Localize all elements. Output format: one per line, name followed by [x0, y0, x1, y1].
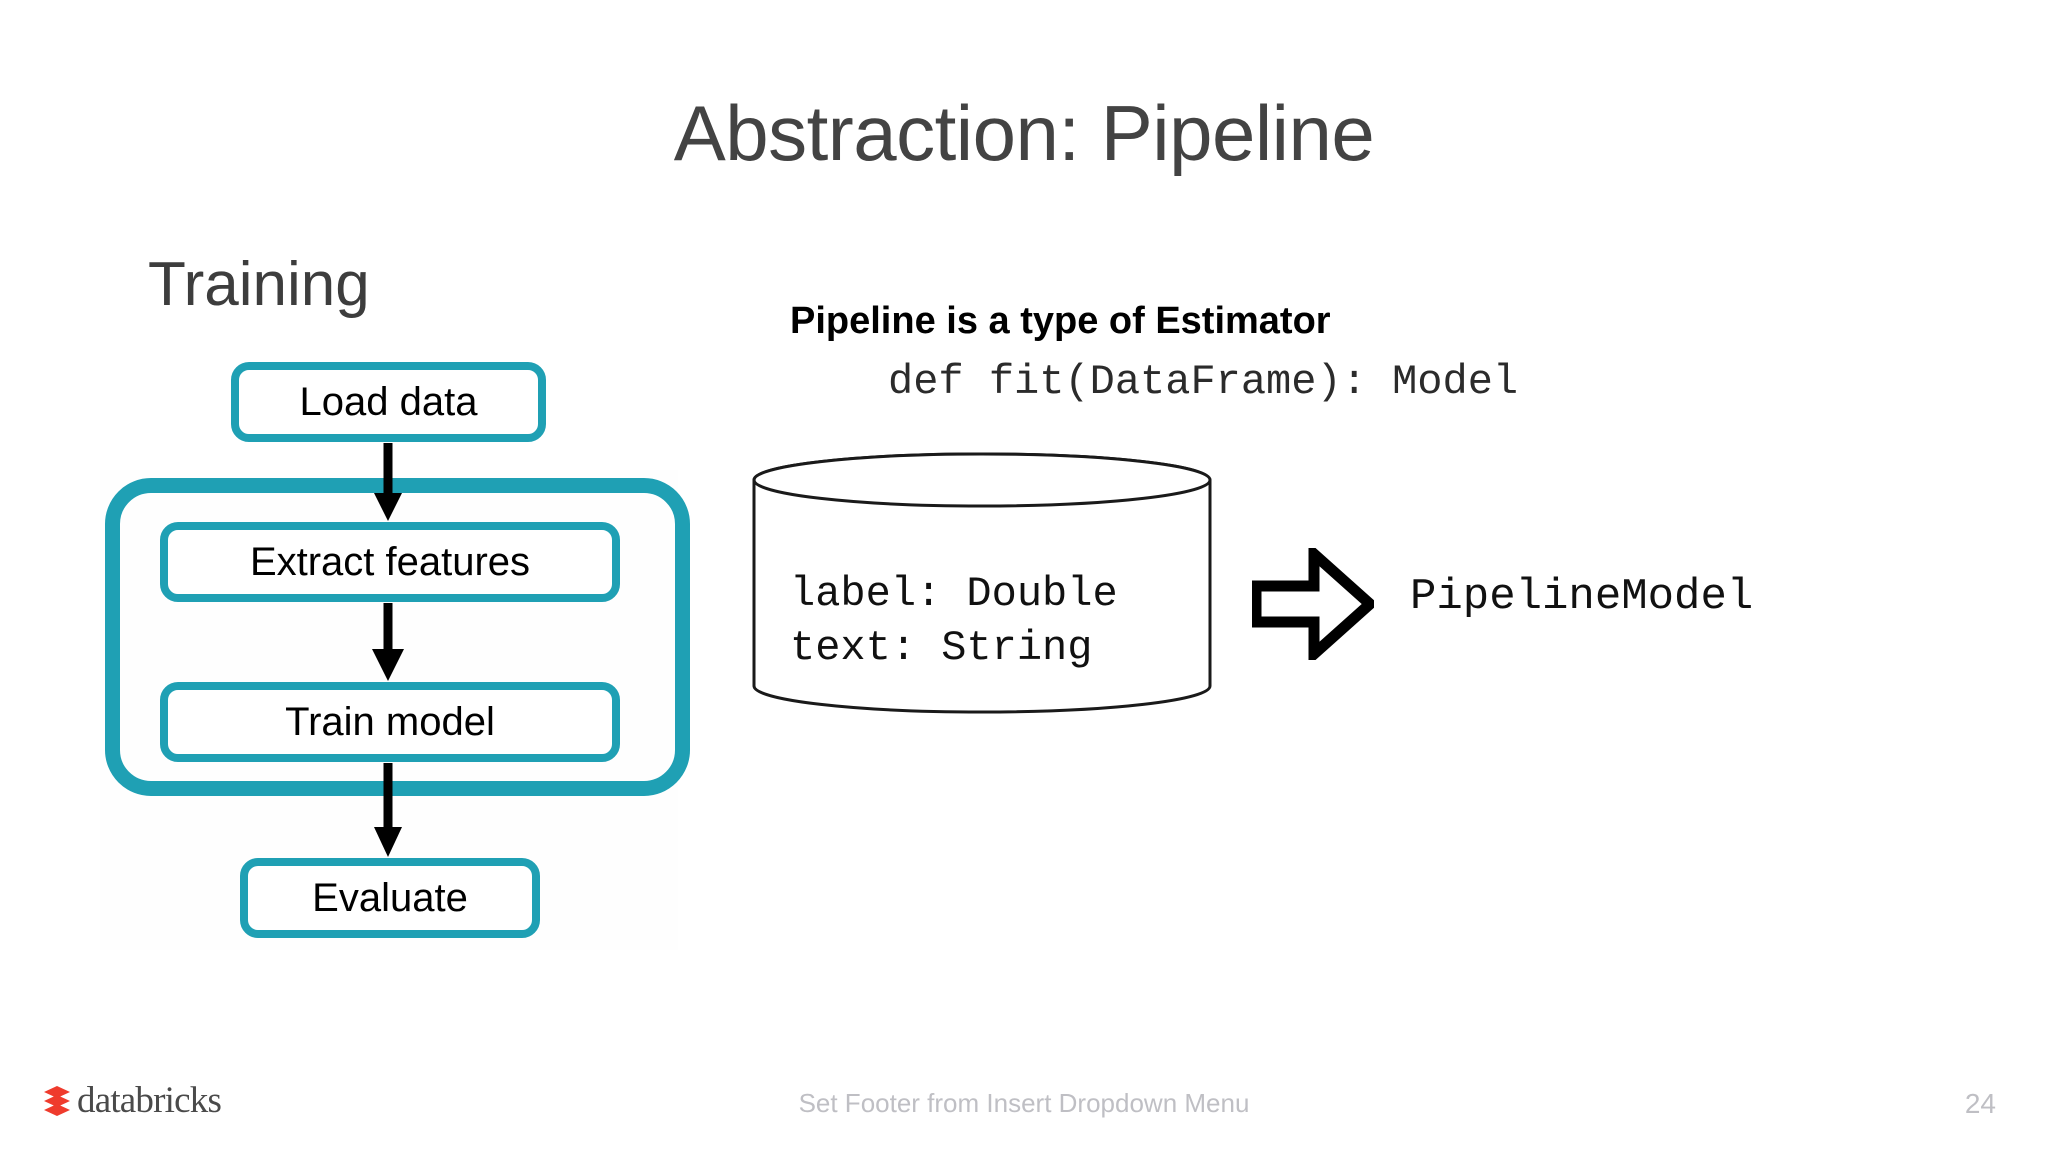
- training-heading: Training: [148, 250, 370, 319]
- stage-box-evaluate[interactable]: Evaluate: [240, 858, 540, 938]
- schema-line-label: label: Double: [790, 570, 1118, 618]
- estimator-heading: Pipeline is a type of Estimator: [790, 300, 1331, 342]
- fit-signature: def fit(DataFrame): Model: [888, 358, 1519, 406]
- stage-label: Train model: [285, 699, 495, 744]
- pipeline-model-output-label: PipelineModel: [1410, 572, 1754, 622]
- databricks-bricks-icon: [44, 1085, 70, 1116]
- dataframe-cylinder-icon: [752, 452, 1212, 714]
- stage-label: Evaluate: [312, 875, 468, 920]
- training-flowchart: Training Load data Extract features Trai…: [0, 0, 900, 1000]
- stage-box-load-data[interactable]: Load data: [231, 362, 546, 442]
- arrow-down-icon-extract-to-train: [372, 603, 404, 681]
- arrow-down-icon-train-to-evaluate: [374, 763, 402, 857]
- arrow-down-icon-load-to-extract: [374, 443, 402, 521]
- page-title: Abstraction: Pipeline: [673, 89, 1375, 177]
- databricks-logo: databricks: [42, 1080, 222, 1121]
- schema-line-text: text: String: [790, 623, 1093, 672]
- databricks-wordmark: databricks: [77, 1080, 222, 1121]
- block-arrow-right-icon: [1252, 548, 1374, 660]
- dataframe-schema: label: Double text: String: [790, 568, 1118, 676]
- stage-label: Extract features: [249, 539, 531, 584]
- pipeline-group-outline: [105, 478, 690, 796]
- stage-box-extract-features[interactable]: Extract features: [160, 522, 620, 602]
- stage-label: Load data: [299, 379, 478, 424]
- page-number: 24: [1964, 1088, 1996, 1119]
- stage-box-train-model[interactable]: Train model: [160, 682, 620, 762]
- footer-placeholder-text: Set Footer from Insert Dropdown Menu: [798, 1088, 1250, 1118]
